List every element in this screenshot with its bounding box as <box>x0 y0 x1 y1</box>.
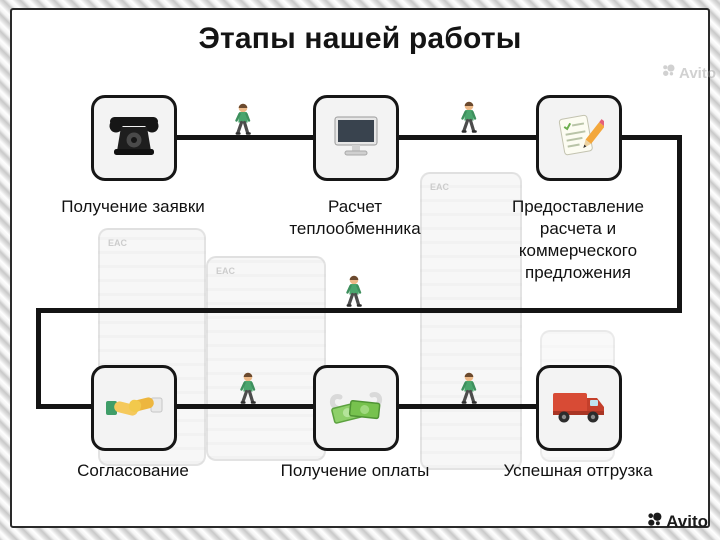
step-box-offer <box>536 95 622 181</box>
step-box-shipment <box>536 365 622 451</box>
connector-line <box>399 135 536 140</box>
walking-person-icon <box>232 103 254 142</box>
connector-line <box>677 135 682 313</box>
connector-line <box>36 404 92 409</box>
background-plate: EAC <box>420 172 522 470</box>
walking-person-icon <box>237 372 259 411</box>
money-icon <box>328 383 384 434</box>
step-box-request <box>91 95 177 181</box>
step-label-request: Получение заявки <box>61 197 205 216</box>
step-label-offer: Предоставление расчета и коммерческого п… <box>511 197 645 282</box>
avito-logo-icon <box>647 512 662 532</box>
background-plate: EAC <box>206 256 326 461</box>
eac-mark: EAC <box>216 266 236 276</box>
eac-mark: EAC <box>430 182 450 192</box>
walking-person-icon <box>343 275 365 314</box>
step-label-approval: Согласование <box>77 461 189 480</box>
connector-line <box>36 308 41 409</box>
connector-line <box>36 308 682 313</box>
connector-line <box>399 404 536 409</box>
walking-person-icon <box>458 101 480 140</box>
step-box-payment <box>313 365 399 451</box>
step-label-payment: Получение оплаты <box>280 461 430 480</box>
connector-line <box>177 404 313 409</box>
step-box-approval <box>91 365 177 451</box>
avito-watermark-text: Avito <box>679 64 716 82</box>
truck-icon <box>551 385 607 432</box>
eac-mark: EAC <box>108 238 128 248</box>
avito-watermark-text: Avito <box>666 512 708 531</box>
step-label-shipment: Успешная отгрузка <box>503 461 653 480</box>
avito-watermark-faint: Avito <box>662 64 716 82</box>
document-pencil-icon <box>554 111 608 166</box>
connector-line <box>620 135 682 140</box>
connector-line <box>177 135 313 140</box>
avito-watermark: Avito <box>647 512 708 532</box>
phone-icon <box>107 113 161 164</box>
step-label-calculation: Расчет теплообменника <box>289 197 421 238</box>
page-title: Этапы нашей работы <box>198 22 522 55</box>
avito-logo-icon <box>662 64 675 82</box>
step-box-calculation <box>313 95 399 181</box>
handshake-icon <box>105 386 163 431</box>
computer-icon <box>330 113 382 164</box>
walking-person-icon <box>458 372 480 411</box>
